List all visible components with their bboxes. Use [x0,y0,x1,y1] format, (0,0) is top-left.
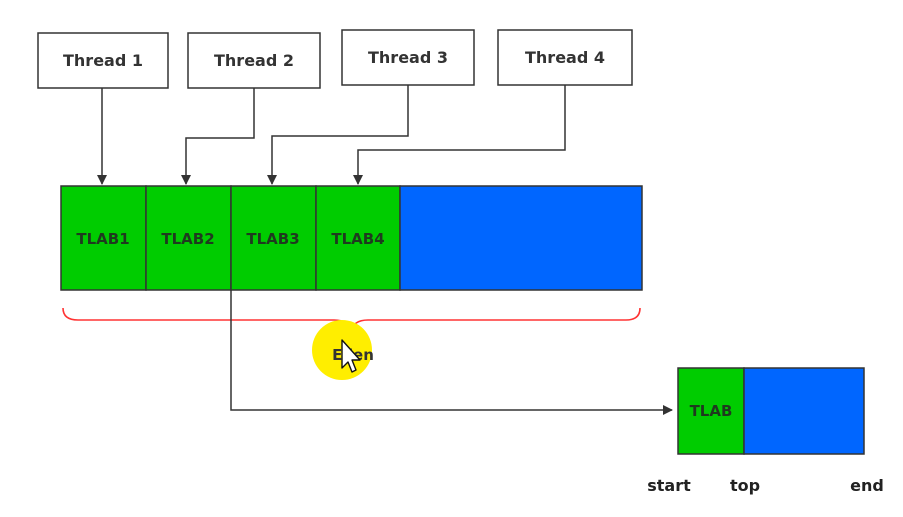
tlab-detail-label: TLAB [690,402,733,420]
thread-3-node: Thread 3 [341,29,475,86]
tlab-detail: TLAB [677,367,865,455]
thread-1-label: Thread 1 [63,51,143,70]
tlab4-label: TLAB4 [331,230,384,248]
thread-1-node: Thread 1 [37,32,169,89]
thread-4-node: Thread 4 [497,29,633,86]
top-pointer-label: top [730,476,760,495]
tlab1-label: TLAB1 [76,230,129,248]
thread-3-arrow [267,85,409,185]
mouse-cursor-icon [341,339,361,373]
end-pointer-label: end [850,476,884,495]
start-pointer-label: start [647,476,691,495]
tlab2-cell [145,185,232,291]
thread-4-arrow [353,85,566,185]
tlab3-label: TLAB3 [246,230,299,248]
eden-space: TLAB1 TLAB2 TLAB3 TLAB4 [60,185,643,291]
tlab-detail-used [677,367,745,455]
thread-2-node: Thread 2 [187,32,321,89]
tlab2-label: TLAB2 [161,230,214,248]
tlab-detail-arrow [230,290,673,415]
tlab-detail-free [743,367,865,455]
thread-2-arrow [181,88,255,185]
thread-3-label: Thread 3 [368,48,448,67]
eden-free-space [399,185,643,291]
thread-2-label: Thread 2 [214,51,294,70]
thread-4-label: Thread 4 [525,48,605,67]
